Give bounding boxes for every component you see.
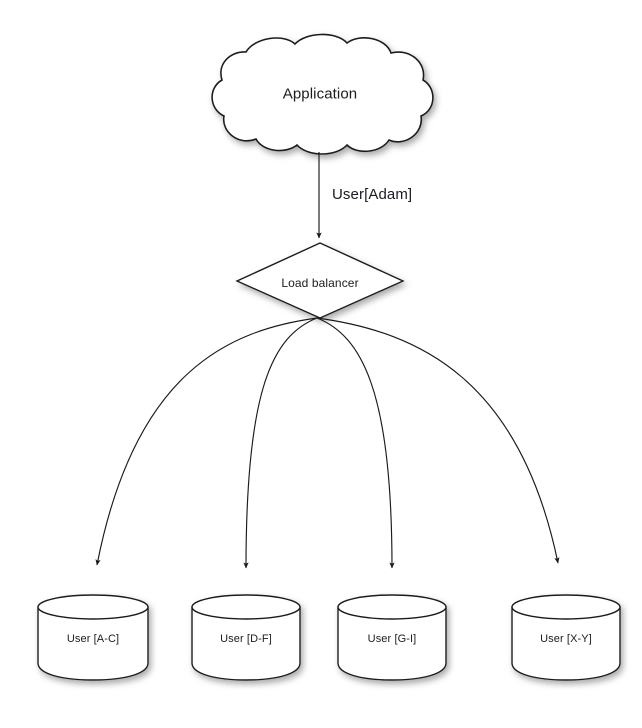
edge-load-balancer-to-db-1 [243, 317, 318, 569]
node-database-3[interactable] [511, 594, 621, 681]
edge-load-balancer-to-db-3 [316, 317, 560, 564]
node-application[interactable] [211, 33, 434, 155]
node-database-0[interactable] [37, 594, 149, 681]
node-database-1[interactable] [191, 594, 301, 681]
edge-load-balancer-to-db-0 [95, 317, 318, 566]
edge-load-balancer-to-db-2 [316, 317, 395, 569]
node-load-balancer[interactable] [235, 242, 405, 319]
node-database-2[interactable] [337, 594, 447, 681]
